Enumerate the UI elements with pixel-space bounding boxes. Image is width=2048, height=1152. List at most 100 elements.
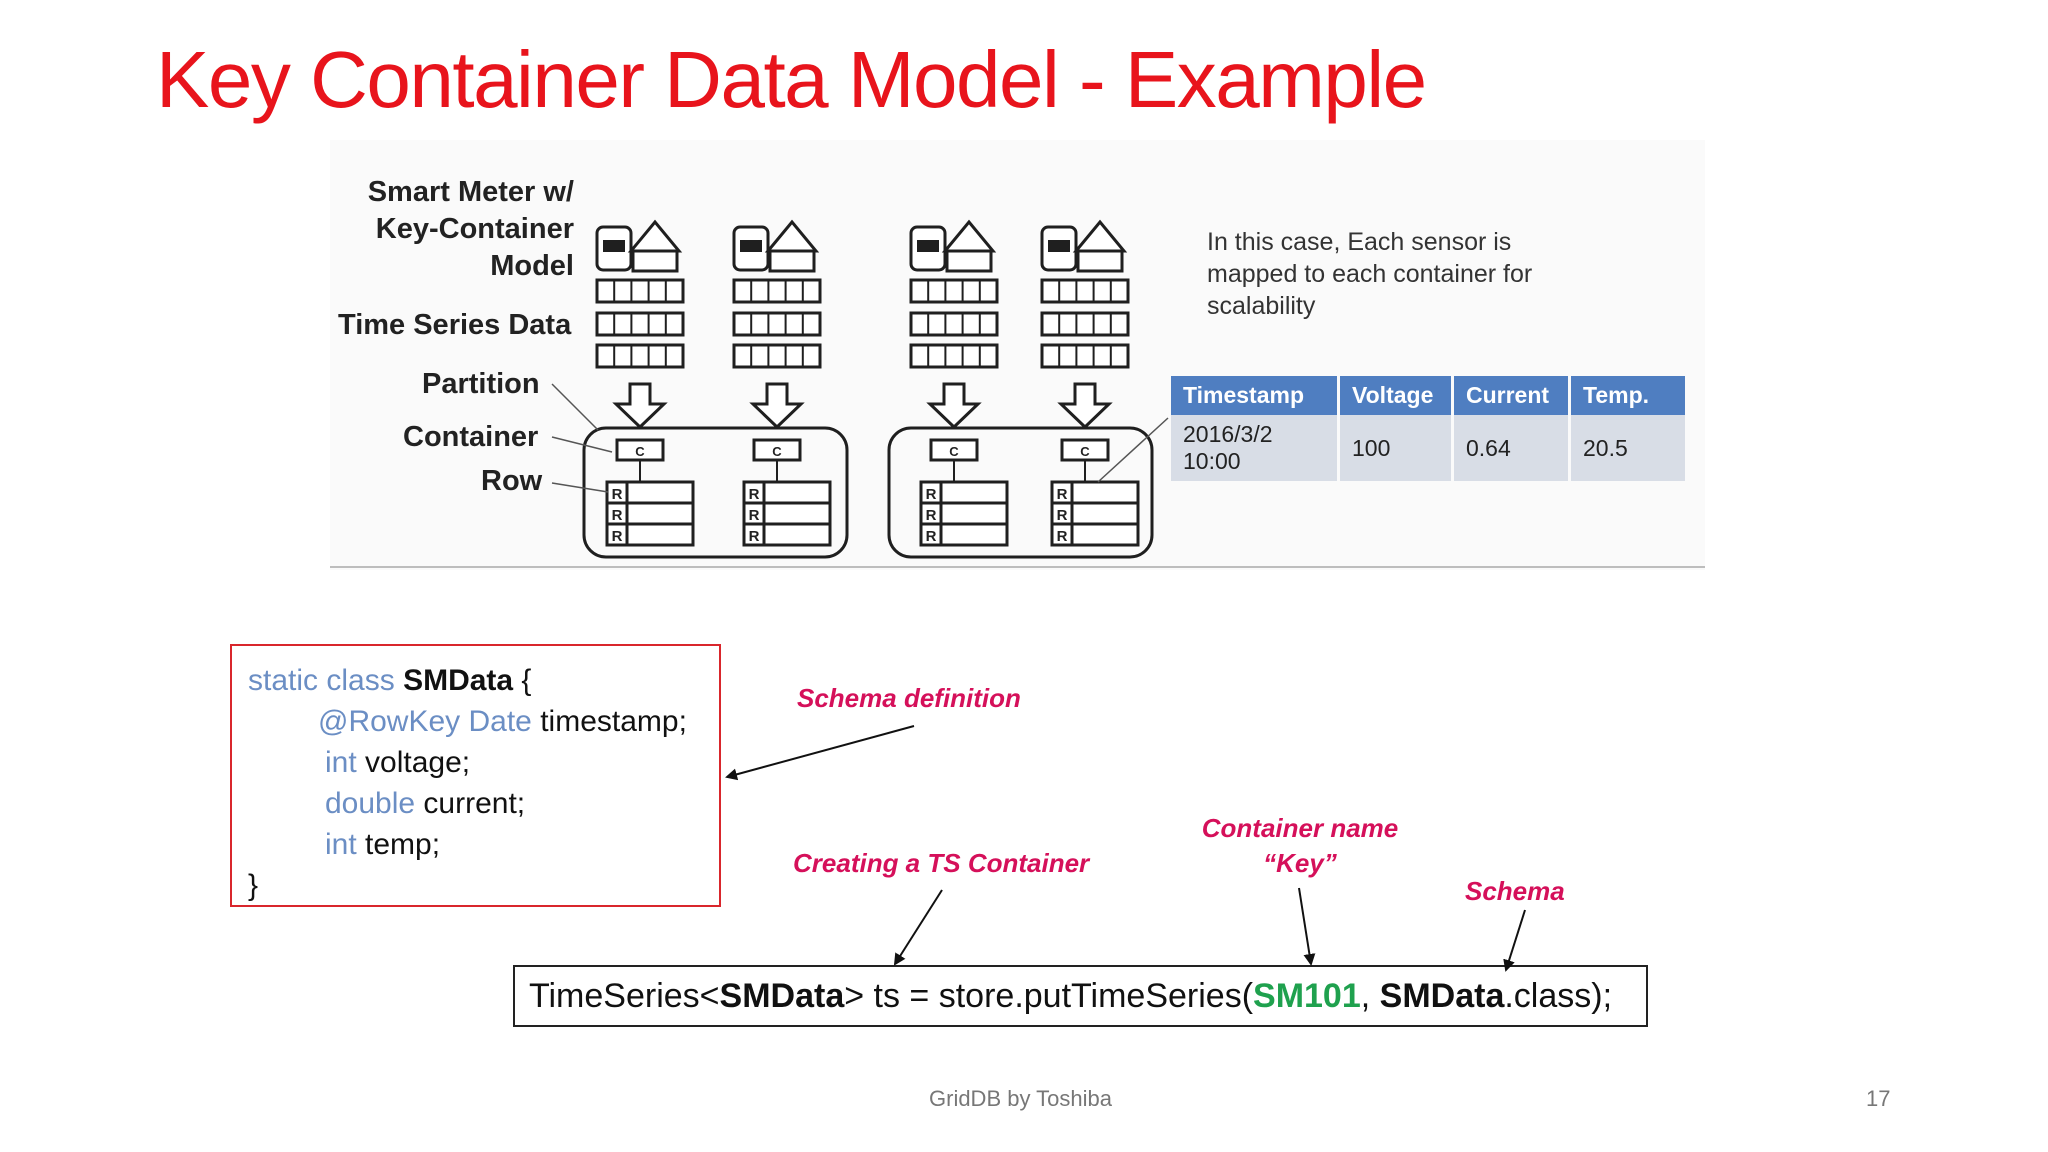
call-type-name: SMData [719, 977, 845, 1015]
house-body [1076, 249, 1124, 273]
container-letter: C [772, 444, 782, 459]
code-line-timestamp: @RowKey Date timestamp; [248, 701, 719, 742]
house-icon [1072, 219, 1128, 253]
row-letter: R [926, 507, 937, 524]
slide-title: Key Container Data Model - Example [156, 35, 1427, 124]
time-series-bar [732, 343, 822, 369]
code-keyword: @RowKey Date [318, 705, 532, 738]
row-letter: R [1057, 528, 1068, 545]
leader-partition [551, 383, 599, 431]
cell-voltage: 100 [1340, 415, 1451, 481]
time-series-bar [1040, 311, 1130, 337]
call-text: > ts = store.putTimeSeries( [844, 977, 1254, 1015]
cell-timestamp: 2016/3/2 10:00 [1171, 415, 1337, 481]
partition-box [582, 426, 849, 559]
annotation-container-name: Container name “Key” [1190, 811, 1410, 881]
time-series-bar [1040, 278, 1130, 304]
col-header-temp: Temp. [1571, 376, 1685, 415]
row-letter: R [926, 486, 937, 503]
label-model: Smart Meter w/ Key-Container Model [300, 174, 574, 285]
row-grid [919, 480, 1009, 547]
label-row: Row [481, 465, 543, 497]
diagram-panel [330, 140, 1705, 570]
table-row: 2016/3/2 10:00 100 0.64 20.5 [1171, 415, 1685, 481]
house-body [768, 249, 816, 273]
time-series-bar [1040, 343, 1130, 369]
code-line-current: double current; [248, 783, 719, 824]
row-grid [742, 480, 832, 547]
code-line-voltage: int voltage; [248, 742, 719, 783]
down-arrow-icon [612, 382, 668, 430]
code-text: temp; [356, 828, 441, 861]
container-letter: C [635, 444, 645, 459]
code-keyword: static class [248, 664, 395, 697]
code-line-close: } [248, 869, 259, 902]
code-class-name: SMData [403, 664, 514, 697]
meter-display [603, 240, 625, 252]
time-series-bar [595, 311, 685, 337]
code-keyword: int [325, 746, 357, 779]
row-letter: R [612, 528, 623, 545]
annotation-container-name-line2: “Key” [1263, 848, 1337, 878]
leader-table [1097, 417, 1169, 483]
code-line-temp: int temp; [248, 824, 719, 865]
time-series-bar [595, 278, 685, 304]
row-letter: R [612, 486, 623, 503]
call-schema-name: SMData [1379, 977, 1505, 1015]
row-letter: R [1057, 486, 1068, 503]
row-grid [1050, 480, 1140, 547]
time-series-bar [909, 278, 999, 304]
meter-display [740, 240, 762, 252]
partition-box [887, 426, 1154, 559]
label-container: Container [403, 421, 539, 453]
row-letter: R [926, 528, 937, 545]
diagram-divider [330, 566, 1705, 568]
code-keyword: int [325, 828, 357, 861]
container-letter: C [949, 444, 959, 459]
label-model-line2: Key-Container [375, 213, 574, 245]
put-timeseries-code-box: TimeSeries<SMData> ts = store.putTimeSer… [513, 965, 1648, 1027]
container-letter: C [1080, 444, 1090, 459]
row-grid [605, 480, 695, 547]
leader-container [551, 436, 613, 453]
cell-current: 0.64 [1454, 415, 1568, 481]
code-line-class: static class SMData { [248, 660, 719, 701]
leader-row [551, 482, 609, 493]
meter-display [1048, 240, 1070, 252]
annotation-schema-definition: Schema definition [797, 683, 1021, 713]
label-model-line1: Smart Meter w/ [367, 176, 574, 208]
table-header-row: Timestamp Voltage Current Temp. [1171, 376, 1685, 415]
code-text: current; [415, 787, 526, 820]
time-series-bar [595, 343, 685, 369]
scalability-note: In this case, Each sensor is mapped to e… [1207, 228, 1533, 320]
code-text: { [513, 664, 532, 697]
row-letter: R [749, 486, 760, 503]
house-body [631, 249, 679, 273]
time-series-bar [732, 311, 822, 337]
code-text: timestamp; [531, 705, 687, 738]
annotation-schema: Schema [1465, 876, 1565, 906]
down-arrow-icon [926, 382, 982, 430]
call-text: , [1360, 977, 1380, 1015]
col-header-timestamp: Timestamp [1171, 376, 1337, 415]
time-series-bar [909, 343, 999, 369]
house-icon [764, 219, 820, 253]
col-header-voltage: Voltage [1340, 376, 1451, 415]
cell-temp: 20.5 [1571, 415, 1685, 481]
label-time-series-data: Time Series Data [338, 309, 572, 341]
row-letter: R [749, 528, 760, 545]
time-series-bar [909, 311, 999, 337]
call-text: .class); [1504, 977, 1613, 1015]
row-letter: R [612, 507, 623, 524]
schema-code-box: static class SMData { @RowKey Date times… [230, 644, 721, 907]
call-text: TimeSeries< [529, 977, 720, 1015]
time-series-bar [732, 278, 822, 304]
house-icon [627, 219, 683, 253]
meter-display [917, 240, 939, 252]
house-body [945, 249, 993, 273]
annotation-container-name-line1: Container name [1201, 813, 1399, 843]
label-partition: Partition [422, 368, 540, 400]
row-letter: R [1057, 507, 1068, 524]
label-model-line3: Model [490, 250, 574, 282]
